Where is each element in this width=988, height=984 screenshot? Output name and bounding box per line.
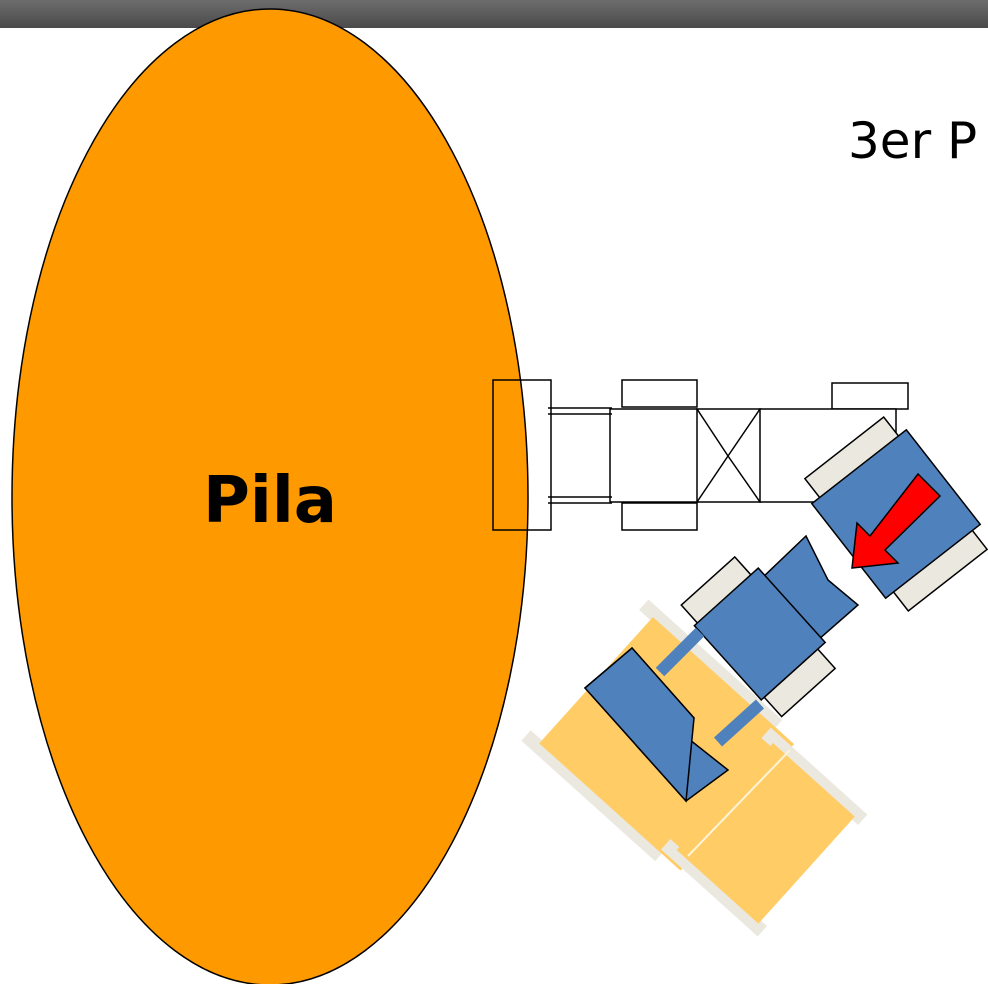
- scraper-tire: [639, 599, 783, 731]
- slide-heading: 3er P: [848, 112, 978, 170]
- top-bar: [0, 0, 988, 28]
- scraper-joint: [687, 749, 791, 857]
- loader-bucket-front: [583, 646, 695, 803]
- outlined-tire: [621, 502, 698, 531]
- pile-label: Pila: [203, 464, 337, 538]
- outlined-front-body: [609, 408, 698, 503]
- outlined-tire: [621, 379, 698, 408]
- blue-loader: [583, 415, 988, 803]
- loader-arm: [713, 699, 765, 747]
- scraper-rear-body: [676, 743, 855, 924]
- scraper-tire: [661, 839, 768, 937]
- outlined-hitch: [695, 408, 762, 503]
- outlined-tire: [831, 382, 909, 410]
- loader-front-body: [693, 567, 827, 701]
- scraper-tire: [521, 730, 665, 862]
- loader-arm: [655, 627, 705, 677]
- direction-arrow: [851, 472, 942, 569]
- pile-ellipse: [11, 8, 529, 984]
- outlined-bucket: [492, 379, 552, 531]
